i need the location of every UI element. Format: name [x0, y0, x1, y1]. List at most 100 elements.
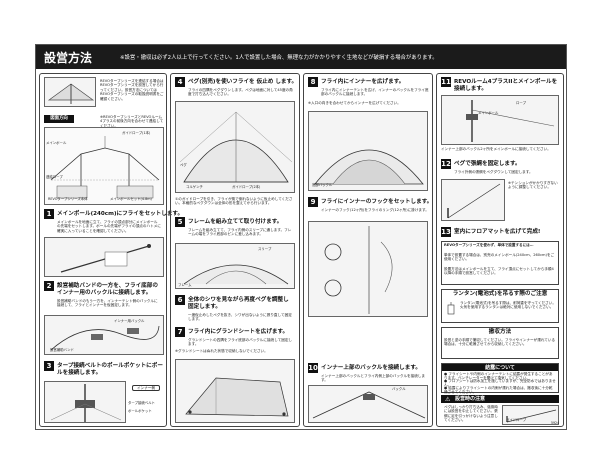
figure-label-guy: ガイドロープ(1本) — [122, 131, 151, 135]
frame-illustration — [183, 264, 289, 285]
figure-label-revo: REVOタープシリーズ本体 — [48, 197, 88, 201]
caution-item-3: ● 結露によりフライシートの内側が濡れた場合は、撤収後に十分乾燥させてください。 — [444, 386, 553, 395]
step-2-illustration — [44, 315, 164, 355]
step-4-label-guy: ガイドロープ(2本) — [232, 185, 261, 189]
inner-tent-illustration — [314, 149, 424, 185]
step-1-illustration — [44, 237, 164, 277]
step-4-title: ペグ(別売)を使いフライを 仮止め します。 — [188, 79, 298, 85]
step-2-label-buckle: インナー用バックル — [114, 319, 145, 323]
step-5-illustration — [175, 243, 295, 289]
step-2-title: 設営補助バンドの一方を、フライ底部のインナー用のバックルに接続します。 — [57, 283, 158, 296]
figure-tag: 図面方向 — [44, 115, 74, 123]
caution-title: 結露について — [485, 365, 515, 371]
connect-pole-illustration — [466, 100, 555, 142]
column-2 — [170, 73, 300, 427]
step-9-title: フライにインナーのフックをセットします。 — [321, 199, 433, 205]
step-4-illustration — [175, 101, 295, 193]
step-7-text: グランドシートの四隅をフライ底部のバックルに接続して固定します。 — [188, 338, 293, 347]
step-10-illustration — [308, 385, 428, 423]
step-12-number: 12 — [441, 159, 451, 169]
guyline-illustration — [447, 183, 501, 219]
step-11-illustration — [441, 95, 559, 145]
step-10-title: インナー上部のバックルを接続します。 — [321, 365, 421, 371]
step-2-label-band: 設営補助バンド — [50, 348, 74, 352]
step-5-label-frame: フレーム — [178, 283, 192, 287]
tips-text-2: 設置方法はメインポールを立て、フライ頂点にセットしてから手順4以降の手順で設営し… — [444, 267, 554, 276]
buckle-illustration — [50, 325, 160, 351]
step-8-illustration — [308, 111, 428, 191]
warning-icon: ⚠ — [445, 396, 451, 403]
step-3-number: 3 — [44, 361, 54, 371]
warning-title-bar: ⚠ 設営時の注意 — [441, 395, 559, 403]
step-12-text: フライ外側の張綱をペグダウンして固定します。 — [454, 170, 533, 174]
step-13-title: 室内にフロアマットを広げて完成! — [454, 229, 541, 235]
column-1 — [39, 73, 167, 427]
step-12-note: ※テンションがかかりすぎないように調整してください。 — [508, 181, 558, 190]
step-10-label-buckle: バックル — [392, 387, 406, 391]
step-6-title: 全体のシワを見ながら再度ペグを調整し固定します。 — [188, 297, 289, 310]
step-7-note: ※グランドシートはぬれた状態で収納しないでください。 — [175, 349, 268, 353]
caution-item-2: ● フロアシートは防水加工を施していますが、完全防水ではありません。 — [444, 379, 556, 388]
storage-text: 設営と逆の手順で撤収してください。フライやインナーが濡れている場合は、十分に乾燥… — [444, 338, 556, 347]
warning-text: ペグはしっかり打ち込み、強風時には設営を中止してください。張綱に足を引っかけない… — [444, 405, 498, 423]
step-6-text: 一度仮止めしたペグを抜き、シワが出ないように張り直して固定します。 — [188, 313, 292, 322]
storage-box — [441, 327, 559, 359]
instruction-sheet: 設営方法 ※設営・撤収は必ず2人以上で行ってください。1人で設置した場合、無理な… — [35, 44, 567, 430]
page-title: 設営方法 — [44, 51, 93, 65]
step-9-number: 9 — [308, 197, 318, 207]
step-9-illustration — [308, 221, 428, 317]
intro-illustration — [44, 77, 96, 107]
lantern-text: ランタン(電池式)を吊るす際は、耐荷重を守ってください。火気を使用するランタンは… — [460, 301, 556, 310]
tips-text: 単体で設置する場合は、別売のメインポール(240cm、260cm)をご使用くださ… — [444, 253, 555, 262]
step-10-number: 10 — [308, 363, 318, 373]
step-3-label-pocket: ポールポケット — [128, 409, 152, 413]
caution-title-bar: 結露について — [442, 364, 558, 371]
step-11-title: REVOルーム4プラスIIとメインポールを接続します。 — [454, 79, 558, 92]
step-4-label-cord: コルゲンチ — [186, 185, 203, 189]
step-1-text: メインポールを地面に立て、フライの頂点部分にメインポールの先端をセットします。ポ… — [57, 220, 161, 233]
step-12-title: ペグで張綱を固定します。 — [454, 161, 521, 167]
figure-diagram — [50, 136, 160, 199]
step-2-text: 設営補助バンドのもう一方を、インナーテント側のバックルに接続して、フライとインナ… — [57, 299, 158, 308]
step-9-text: インナーのフック(12ヶ所)をフライのリング(12ヶ所)に掛けます。 — [321, 208, 429, 212]
intro-text: REVOタープシリーズを連結する場合はREVOタープシリーズを設営してから行って… — [100, 79, 164, 101]
step-7-illustration — [175, 359, 295, 423]
storage-title: 撤収方法 — [488, 329, 512, 335]
hook-illustration — [324, 226, 393, 314]
step-8-number: 8 — [308, 77, 318, 87]
stake-illustration — [506, 409, 557, 423]
figure-label-set: メインポールセット(4.8m) — [110, 197, 152, 201]
step-4-label-peg: ペグ — [180, 163, 187, 167]
step-12-illustration — [441, 179, 505, 221]
column-4 — [436, 73, 564, 427]
step-4-note: ①のガイドロープを引き、フライが風で倒れないように仮止めしてください。本格的なペ… — [175, 197, 293, 206]
belt-illustration — [50, 384, 122, 422]
figure-illustration — [44, 127, 164, 205]
figure-label-ring: 連結ロープ — [46, 175, 63, 179]
step-3-illustration — [44, 381, 126, 423]
step-8-title: フライ内にインナーを広げます。 — [321, 79, 405, 85]
step-1-title: メインポール(240cm)にフライをセットします。 — [57, 211, 184, 217]
lantern-box — [441, 289, 559, 323]
tips-box — [441, 241, 559, 285]
tips-title: REVOタープシリーズを使わず、単体で設置するには… — [444, 243, 534, 247]
step-10-text: インナー上部のバックルとフライ内側上部のバックルを接続します。 — [321, 374, 426, 383]
step-4-text: フライの四隅をペグダウンします。ペグは地面に対して45度の角度で打ち込んでくださ… — [188, 88, 293, 97]
figure-label-pole: メインポール — [46, 141, 67, 145]
step-3-title: タープ接続ベルトのポールポケットにポールを接続します。 — [57, 363, 163, 376]
lantern-title: ランタン(電池式)を吊るす際のご注意 — [452, 291, 548, 297]
header-note: ※設営・撤収は必ず2人以上で行ってください。1人で設置した場合、無理な力がかかり… — [120, 55, 438, 61]
caution-item-1: ● フライシートや内側のインナーテントに結露が発生することがあります。ベンチレー… — [444, 372, 553, 381]
warning-title: 設営時の注意 — [455, 396, 486, 402]
lantern-icon — [446, 301, 456, 315]
page-code: 5924 — [551, 421, 560, 425]
step-8-text: フライ内にインナーテントを広げ、インナーのバックルをフライ底部のバックルに接続し… — [321, 88, 429, 97]
step-7-number: 7 — [175, 327, 185, 337]
step-3-label-belt: タープ接続ベルト — [128, 401, 155, 405]
step-7-title: フライ内にグランドシートを広げます。 — [188, 329, 289, 335]
step-5-title: フレームを組み立てて取り付けます。 — [188, 219, 283, 225]
step-5-text: フレームを組み立てて、フライ内側のスリーブに通します。フレームの端をフライ底部の… — [188, 228, 292, 237]
step-4-number: 4 — [175, 77, 185, 87]
step-1-number: 1 — [44, 209, 54, 219]
step-13-number: 13 — [441, 227, 451, 237]
